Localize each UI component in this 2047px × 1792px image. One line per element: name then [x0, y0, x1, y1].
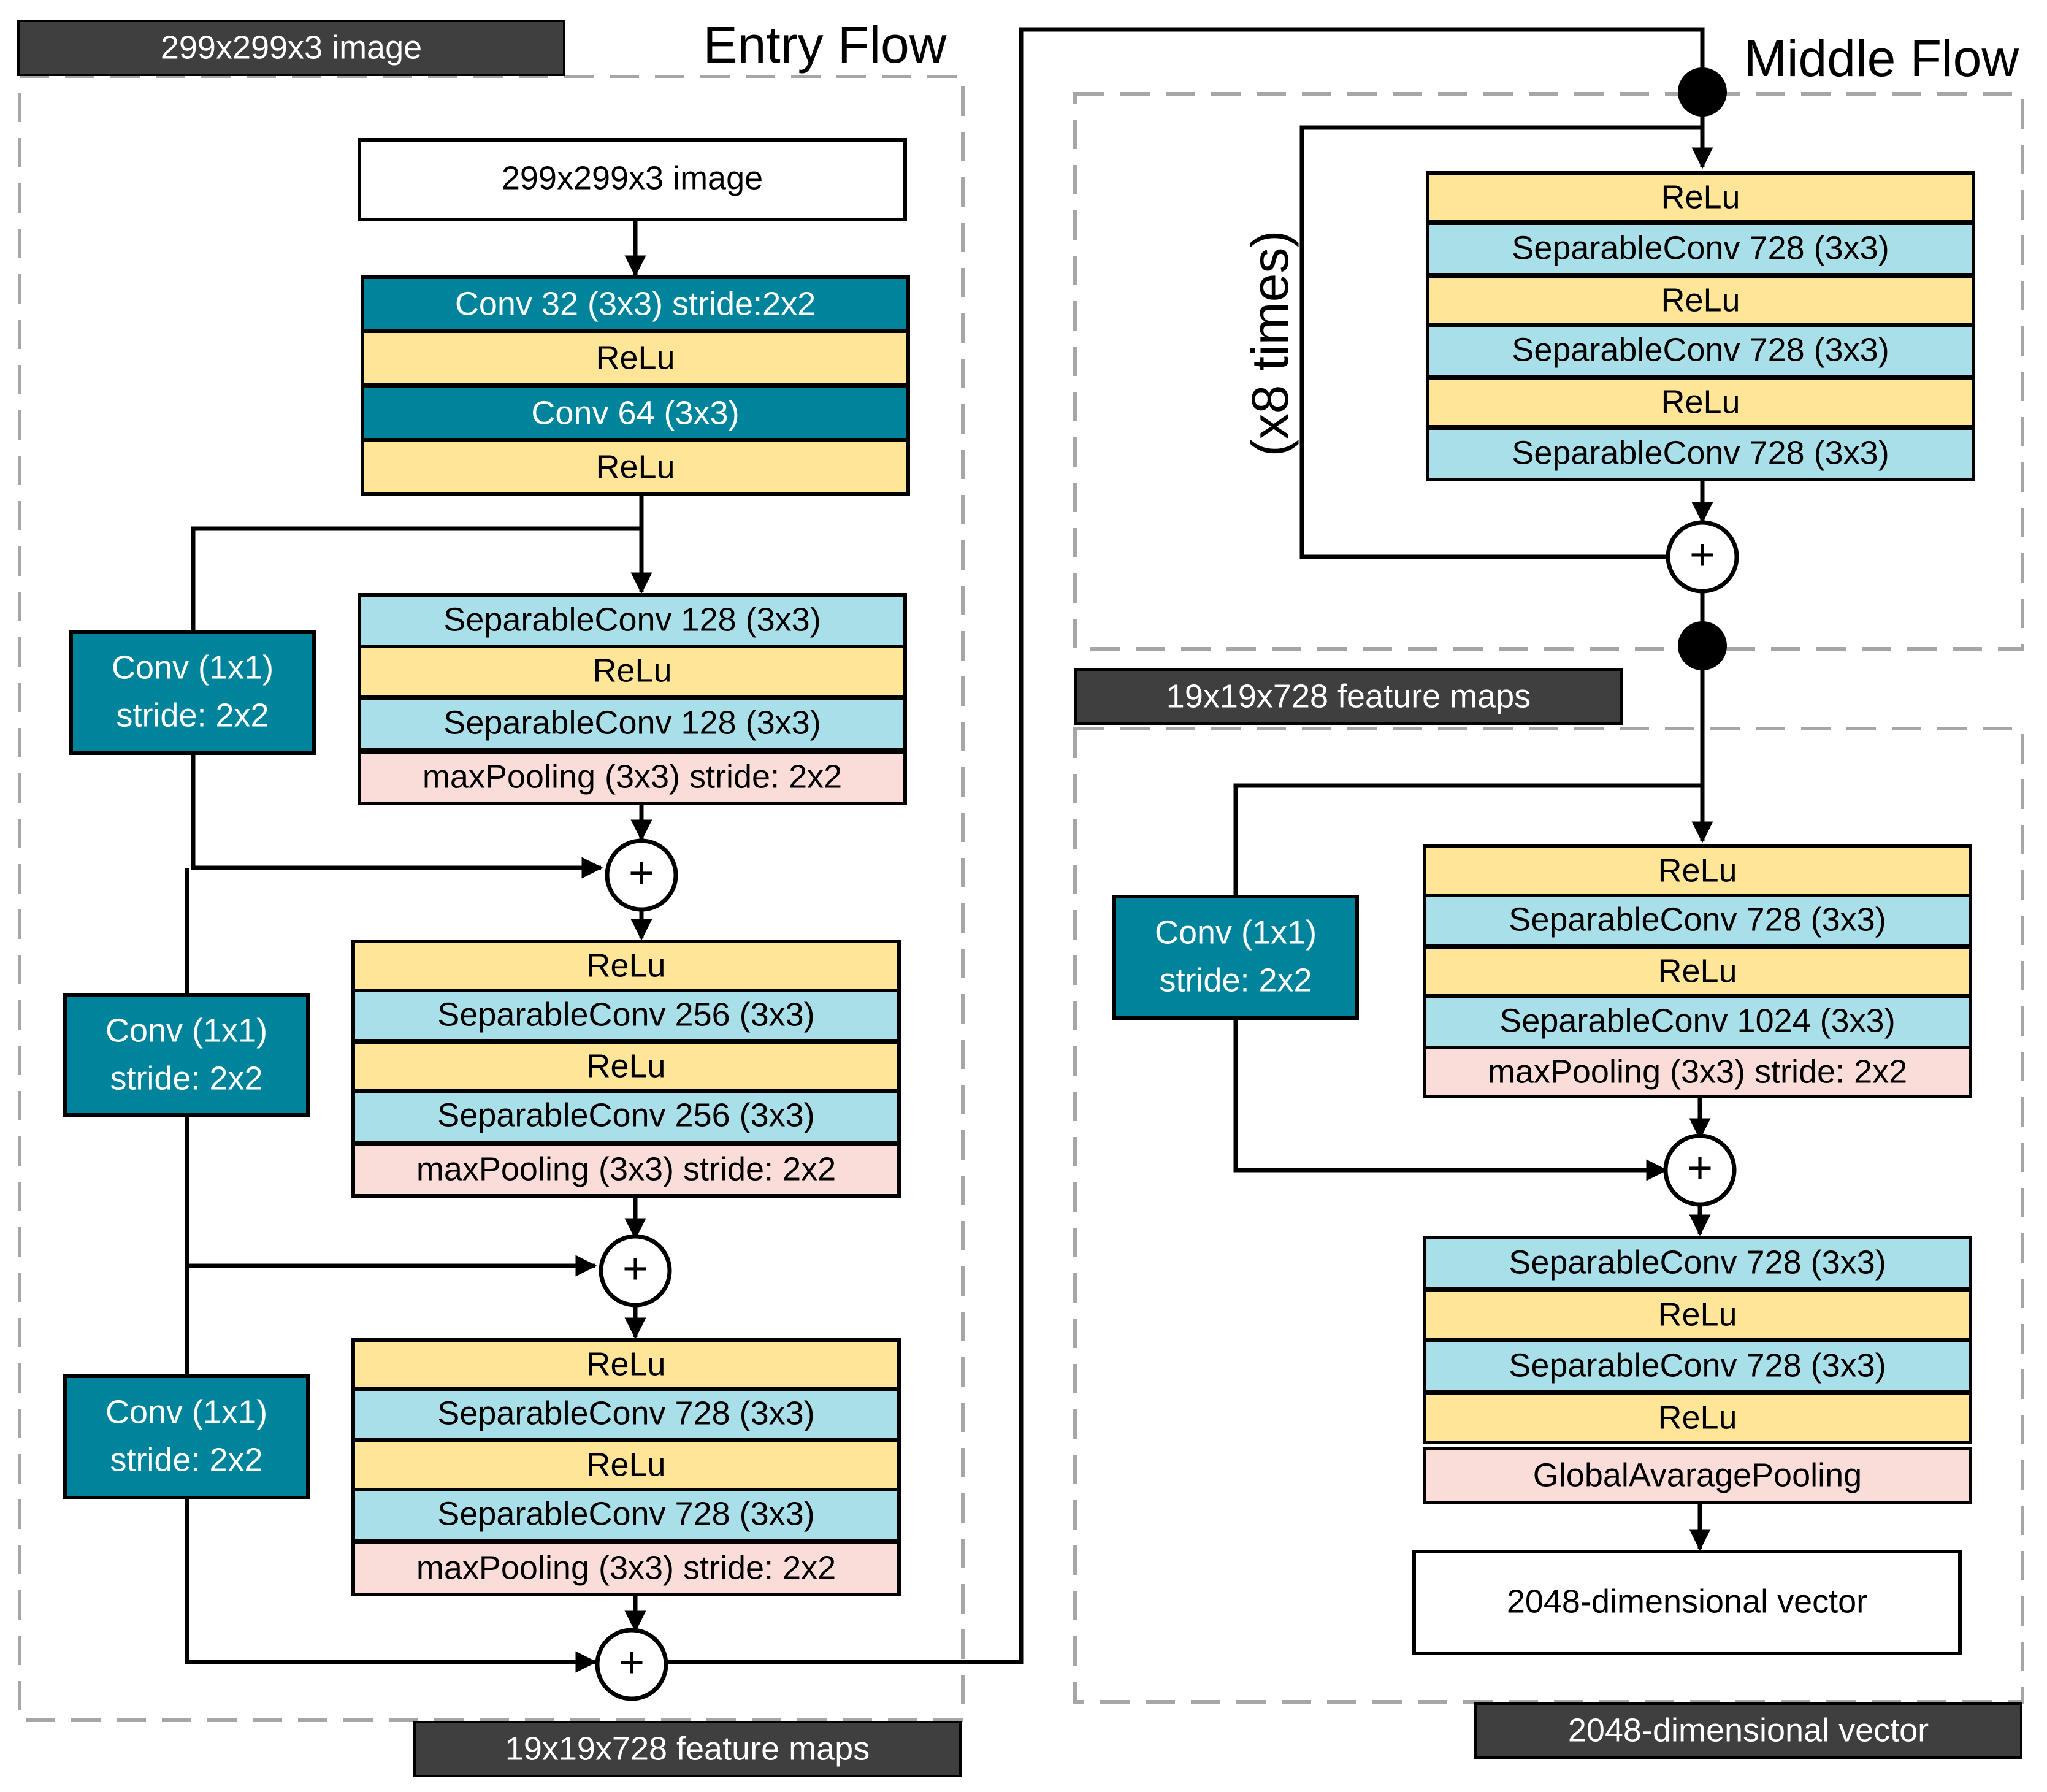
middle-layer-5: ReLu	[1661, 383, 1740, 420]
entry-skip-conv-1-line-2: stride: 2x2	[116, 697, 269, 733]
entry-block-1-layer-4: maxPooling (3x3) stride: 2x2	[423, 758, 842, 795]
entry-input-tag: 299x299x3 image	[17, 20, 565, 76]
entry-input-box-text: 299x299x3 image	[502, 159, 763, 196]
add-node-middle: +	[1666, 520, 1739, 594]
exit-block-2-layer-4: ReLu	[1658, 1399, 1737, 1436]
entry-skip-conv-3: Conv (1x1) stride: 2x2	[63, 1374, 310, 1499]
exit-output-tag: 2048-dimensional vector	[1474, 1702, 2022, 1759]
entry-block-2-layer-1: ReLu	[586, 947, 665, 984]
stem-layer-2: ReLu	[595, 339, 675, 376]
exit-block-1-layer-2: SeparableConv 728 (3x3)	[1509, 901, 1886, 938]
exit-output-tag-text: 2048-dimensional vector	[1568, 1712, 1929, 1748]
entry-block-3-layer-4: SeparableConv 728 (3x3)	[437, 1495, 814, 1532]
entry-skip-conv-2-line-2: stride: 2x2	[110, 1060, 262, 1097]
entry-block-3-layer-1: ReLu	[586, 1346, 665, 1382]
entry-block-2-layer-5: maxPooling (3x3) stride: 2x2	[416, 1151, 836, 1187]
entry-output-tag: 19x19x728 feature maps	[413, 1721, 962, 1777]
middle-flow-title: Middle Flow	[1744, 29, 2019, 87]
middle-layer-1: ReLu	[1661, 178, 1740, 215]
add-node-entry-2: +	[599, 1234, 672, 1308]
exit-block-2-layer-2: ReLu	[1658, 1296, 1737, 1333]
add-node-entry-1-symbol: +	[629, 849, 654, 898]
stem-layer-1: Conv 32 (3x3) stride:2x2	[455, 285, 816, 322]
entry-flow-frame	[18, 75, 965, 1722]
exit-skip-conv: Conv (1x1) stride: 2x2	[1112, 895, 1359, 1020]
add-node-middle-symbol: +	[1689, 530, 1715, 580]
junction-dot-middle-in	[1678, 67, 1727, 117]
entry-input-tag-text: 299x299x3 image	[161, 29, 422, 66]
entry-skip-conv-1: Conv (1x1) stride: 2x2	[69, 630, 316, 755]
entry-block-2-layer-2: SeparableConv 256 (3x3)	[437, 996, 814, 1033]
entry-block-1-layer-1: SeparableConv 128 (3x3)	[443, 601, 821, 638]
middle-layer-4: SeparableConv 728 (3x3)	[1512, 331, 1889, 368]
exit-block-1-layer-3: ReLu	[1658, 952, 1737, 989]
entry-block-3-layer-2: SeparableConv 728 (3x3)	[437, 1395, 814, 1431]
entry-block-1: SeparableConv 128 (3x3) ReLu SeparableCo…	[358, 593, 907, 805]
entry-block-1-layer-3: SeparableConv 128 (3x3)	[443, 704, 821, 741]
exit-flow-frame	[1073, 727, 2024, 1704]
entry-input-box: 299x299x3 image	[358, 138, 907, 221]
middle-layer-2: SeparableConv 728 (3x3)	[1512, 229, 1889, 266]
add-node-entry-3: +	[595, 1628, 668, 1701]
stem-layer-4: ReLu	[595, 448, 675, 485]
exit-output-box: 2048-dimensional vector	[1412, 1550, 1962, 1655]
middle-layer-3: ReLu	[1661, 281, 1740, 318]
exit-block-2-layer-3: SeparableConv 728 (3x3)	[1509, 1347, 1886, 1384]
exit-block-1: ReLu SeparableConv 728 (3x3) ReLu Separa…	[1423, 844, 1972, 1098]
stem-layer-3: Conv 64 (3x3)	[531, 394, 739, 431]
repeat-label: (x8 times)	[1241, 231, 1299, 457]
entry-skip-conv-3-line-1: Conv (1x1)	[105, 1393, 267, 1430]
entry-stem-block: Conv 32 (3x3) stride:2x2 ReLu Conv 64 (3…	[361, 275, 910, 496]
entry-block-3-layer-5: maxPooling (3x3) stride: 2x2	[416, 1549, 836, 1586]
exit-skip-conv-line-1: Conv (1x1)	[1155, 914, 1317, 951]
junction-dot-middle-out	[1678, 621, 1727, 670]
add-node-entry-2-symbol: +	[622, 1244, 648, 1293]
entry-block-2-layer-4: SeparableConv 256 (3x3)	[437, 1097, 814, 1133]
exit-block-1-layer-4: SeparableConv 1024 (3x3)	[1499, 1002, 1895, 1039]
middle-output-tag: 19x19x728 feature maps	[1074, 668, 1623, 725]
exit-block-1-layer-5: maxPooling (3x3) stride: 2x2	[1488, 1053, 1907, 1090]
entry-block-2-layer-3: ReLu	[586, 1047, 665, 1084]
exit-output-box-text: 2048-dimensional vector	[1507, 1583, 1867, 1620]
middle-output-tag-text: 19x19x728 feature maps	[1166, 678, 1531, 714]
middle-layer-6: SeparableConv 728 (3x3)	[1512, 434, 1889, 471]
add-node-entry-3-symbol: +	[619, 1638, 645, 1687]
exit-block-2-layer-5: GlobalAvaragePooling	[1533, 1457, 1862, 1493]
middle-flow-frame	[1073, 92, 2024, 651]
entry-block-1-layer-2: ReLu	[592, 652, 671, 689]
entry-skip-conv-1-line-1: Conv (1x1)	[112, 649, 274, 686]
exit-block-2: SeparableConv 728 (3x3) ReLu SeparableCo…	[1423, 1236, 1972, 1504]
entry-block-3: ReLu SeparableConv 728 (3x3) ReLu Separa…	[351, 1338, 901, 1596]
add-node-exit-symbol: +	[1687, 1144, 1713, 1193]
add-node-entry-1: +	[605, 838, 678, 912]
exit-skip-conv-line-2: stride: 2x2	[1159, 962, 1312, 998]
entry-skip-conv-3-line-2: stride: 2x2	[110, 1441, 262, 1478]
entry-output-tag-text: 19x19x728 feature maps	[505, 1730, 870, 1767]
exit-block-2-layer-1: SeparableConv 728 (3x3)	[1509, 1244, 1886, 1281]
entry-flow-title: Entry Flow	[703, 16, 947, 74]
entry-block-3-layer-3: ReLu	[586, 1446, 665, 1483]
entry-skip-conv-2-line-1: Conv (1x1)	[105, 1012, 267, 1049]
add-node-exit: +	[1663, 1133, 1737, 1207]
middle-block: ReLu SeparableConv 728 (3x3) ReLu Separa…	[1426, 171, 1975, 481]
entry-block-2: ReLu SeparableConv 256 (3x3) ReLu Separa…	[351, 940, 901, 1198]
exit-block-1-layer-1: ReLu	[1658, 852, 1737, 889]
entry-skip-conv-2: Conv (1x1) stride: 2x2	[63, 993, 310, 1117]
